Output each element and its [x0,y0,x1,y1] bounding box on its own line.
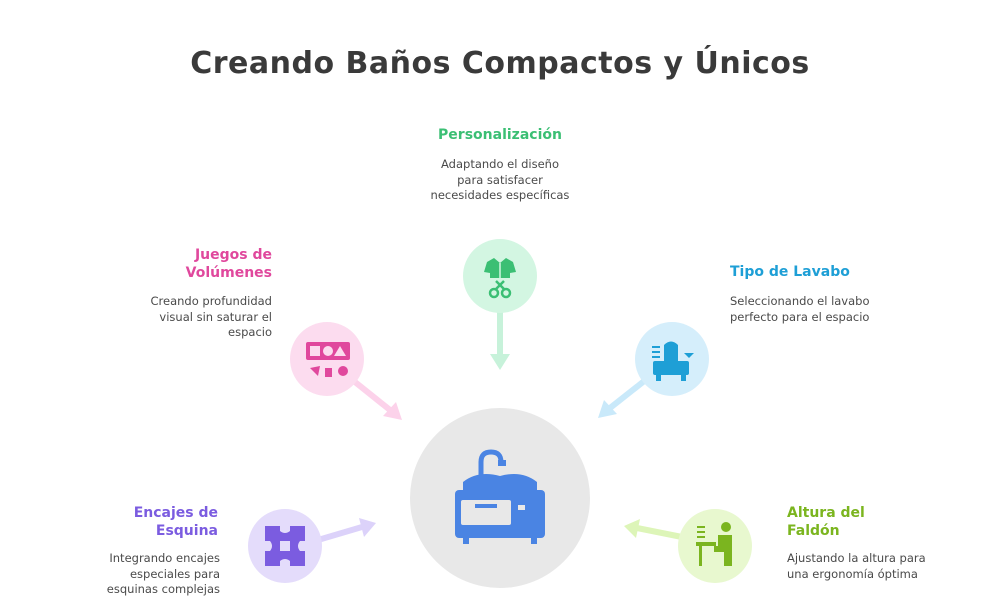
node-esquina [248,509,322,583]
center-node [410,408,590,588]
page-title: Creando Baños Compactos y Únicos [190,46,810,81]
node-faldon [678,509,752,583]
sink-icon [652,341,694,381]
label-juegos: Juegos de Volúmenes [185,247,272,281]
arrow-juegos [348,375,402,420]
arrow-esquina [317,518,376,543]
bathroom-vanity-icon [455,449,545,544]
person-at-desk-icon [696,522,732,566]
label-esquina: Encajes de Esquina [133,505,218,539]
desc-juegos: Creando profundidad visual sin saturar e… [150,294,273,339]
tailoring-shirt-scissors-icon [484,258,516,299]
node-personalizacion [463,239,537,313]
label-personalizacion: Personalización [438,127,562,143]
desc-lavabo: Seleccionando el lavabo perfecto para el… [730,294,870,324]
desc-faldon: Ajustando la altura para una ergonomía ó… [787,551,926,581]
arrow-personalizacion [490,305,510,370]
label-faldon: Altura del Faldón [787,505,865,539]
shapes-icon [306,342,350,377]
node-lavabo [635,322,709,396]
node-juegos [290,322,364,396]
arrow-lavabo [598,375,650,418]
arrow-faldon [624,519,683,540]
corner-puzzle-icon [265,526,305,566]
desc-personalizacion: Adaptando el diseño para satisfacer nece… [430,157,570,202]
label-lavabo: Tipo de Lavabo [730,264,850,280]
desc-esquina: Integrando encajes especiales para esqui… [106,551,220,596]
